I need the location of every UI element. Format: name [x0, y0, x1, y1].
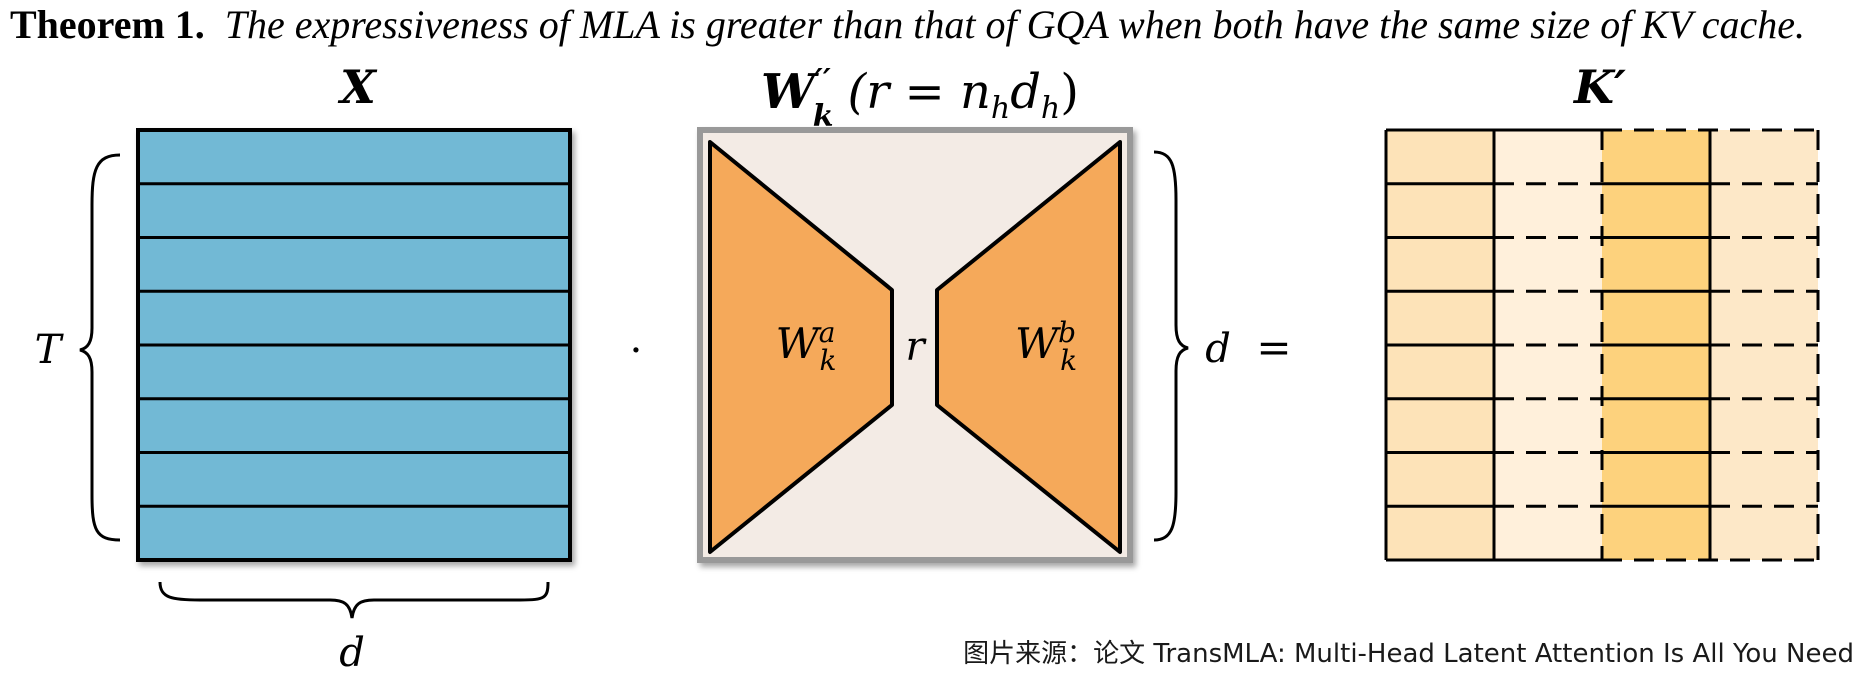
w-a-sup: a [819, 316, 836, 349]
w-height-brace [1153, 150, 1189, 542]
w-title-d: d [1010, 64, 1041, 120]
dot-operator: · [630, 328, 643, 374]
rank-label: r [905, 324, 927, 370]
w-title-sub: k [813, 99, 834, 134]
w-title-sup: ′′ [815, 63, 831, 98]
x-matrix [136, 128, 572, 562]
w-title-sub-h1: h [991, 91, 1010, 126]
equals-operator: = [1256, 323, 1291, 372]
w-b-sub: k [1060, 344, 1077, 377]
source-caption: 图片来源：论文 TransMLA: Multi-Head Latent Atte… [963, 639, 1854, 669]
w-b-sup: b [1058, 316, 1076, 349]
w-title-rank-open: (r = n [848, 64, 991, 120]
w-matrix-title: W′′k(r = nhdh) [761, 63, 1079, 134]
w-height-label: d [1205, 326, 1231, 372]
x-height-brace [79, 153, 121, 542]
w-a-sub: k [819, 344, 836, 377]
theorem-label: Theorem 1. [10, 2, 205, 47]
k-matrix-title: K′ [1572, 60, 1626, 114]
w-a-symbol: W [776, 319, 823, 368]
w-matrix [697, 127, 1133, 563]
x-matrix-row-dividers [138, 182, 570, 508]
w-b-symbol: W [1015, 319, 1062, 368]
x-matrix-title: X [337, 60, 378, 114]
w-right-trapezoid [935, 140, 1122, 554]
x-width-label: d [339, 630, 365, 676]
theorem-text: The expressiveness of MLA is greater tha… [224, 2, 1805, 47]
w-left-trapezoid [708, 140, 894, 554]
w-title-close: ) [1060, 64, 1079, 120]
theorem-statement: Theorem 1. The expressiveness of MLA is … [10, 2, 1860, 48]
w-title-sub-h2: h [1041, 91, 1060, 126]
x-height-label: T [35, 327, 65, 373]
k-matrix [1384, 128, 1820, 562]
x-width-brace [158, 581, 550, 619]
w-title-symbol: W [761, 64, 819, 120]
